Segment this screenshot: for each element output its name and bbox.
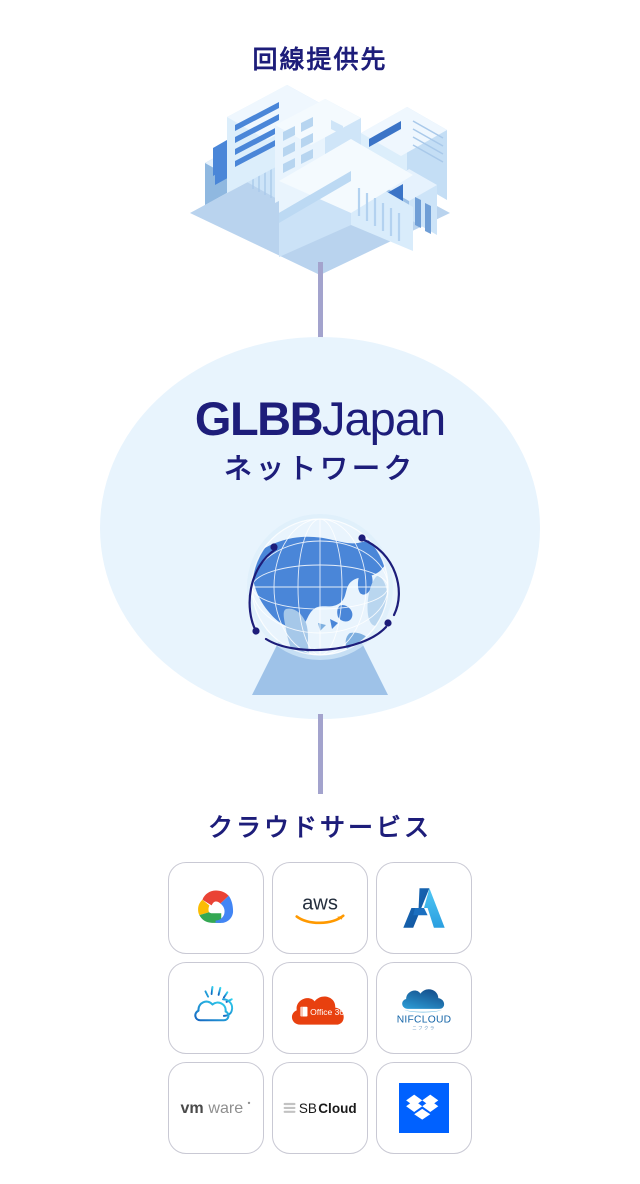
cloud-service-card-sb-cloud[interactable]: SB Cloud — [272, 1062, 368, 1154]
brand-wordmark: GLBBJapan — [100, 395, 540, 442]
provider-to-network-connector — [318, 262, 323, 340]
cloud-service-card-google-cloud[interactable] — [168, 862, 264, 954]
cloud-service-card-vmware[interactable]: vm ware — [168, 1062, 264, 1154]
office-365-label: Office 365 — [310, 1006, 349, 1016]
network-to-cloud-connector — [318, 714, 323, 794]
nifcloud-sublabel: ニフクラ — [412, 1025, 436, 1031]
city-buildings-illustration — [175, 85, 465, 275]
brand-lockup: GLBBJapan ネットワーク — [100, 395, 540, 483]
google-cloud-logo-icon — [188, 880, 244, 936]
cloud-service-card-iij-gio[interactable] — [168, 962, 264, 1054]
vmware-logo-icon: vm ware — [178, 1097, 254, 1119]
globe-network-illustration — [210, 505, 430, 705]
cloud-service-card-dropbox[interactable] — [376, 1062, 472, 1154]
svg-text:aws: aws — [302, 893, 338, 915]
nifcloud-label: NIFCLOUD — [397, 1014, 452, 1025]
vmware-label-light: ware — [207, 1099, 243, 1117]
brand-japan-text: Japan — [322, 392, 446, 445]
cloud-services-grid: aws — [168, 862, 472, 1154]
office-365-logo-icon: Office 365 — [286, 985, 354, 1032]
sun-cloud-logo-icon — [188, 983, 244, 1033]
cloud-section-title: クラウドサービス — [207, 814, 432, 842]
cloud-service-card-azure[interactable] — [376, 862, 472, 954]
dropbox-logo-icon — [399, 1083, 449, 1133]
cloud-service-card-office-365[interactable]: Office 365 — [272, 962, 368, 1054]
azure-logo-icon — [397, 881, 451, 935]
vmware-label-bold: vm — [180, 1099, 203, 1117]
provider-section-title: 回線提供先 — [252, 46, 388, 74]
cloud-service-card-aws[interactable]: aws — [272, 862, 368, 954]
glbb-network-circle: GLBBJapan ネットワーク — [100, 337, 540, 719]
sb-cloud-logo-icon: SB Cloud — [282, 1097, 358, 1119]
nifcloud-logo-icon: NIFCLOUD ニフクラ — [390, 982, 458, 1034]
sb-cloud-label-bold: Cloud — [318, 1101, 356, 1116]
sb-cloud-label-light: SB — [299, 1101, 317, 1116]
cloud-service-card-nifcloud[interactable]: NIFCLOUD ニフクラ — [376, 962, 472, 1054]
brand-glbb-text: GLBB — [194, 392, 324, 445]
aws-logo-icon: aws — [289, 888, 351, 928]
brand-subtitle: ネットワーク — [223, 453, 416, 484]
